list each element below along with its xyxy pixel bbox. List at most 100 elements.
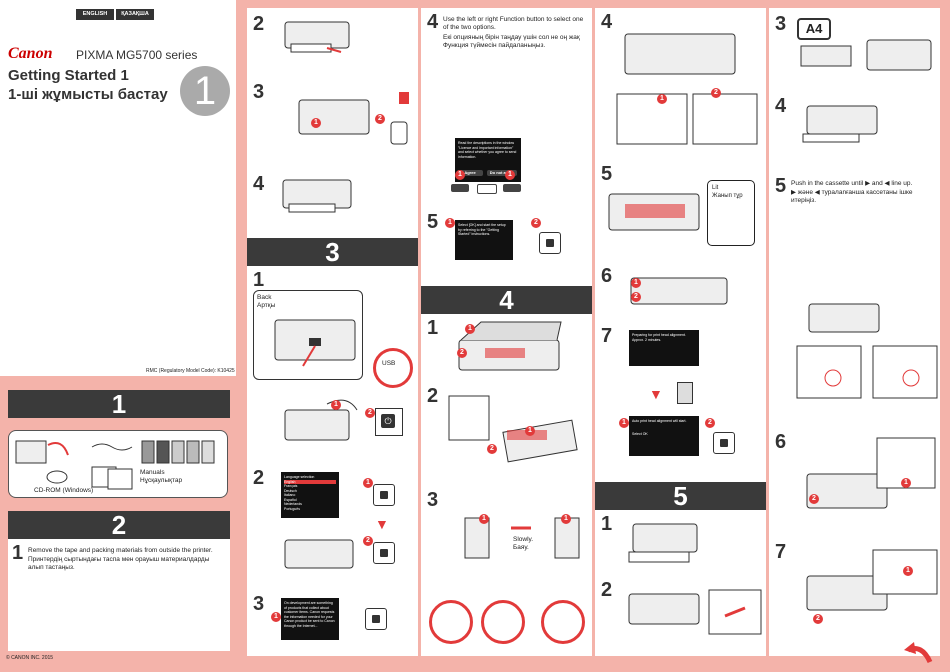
col4-step5: 5 [601,163,613,185]
col4-step7-badge-1: 1 [619,418,629,428]
lang-option-english[interactable]: English [284,479,336,484]
slowly-en: Slowly. [513,536,534,543]
power-button-callout [375,408,403,436]
col3-s4-step2-badge-2: 2 [487,444,497,454]
manuals-label-en: Manuals [140,469,165,476]
col5-step6: 6 [775,431,787,453]
function-button-middle[interactable] [477,184,497,194]
ok-pad-control[interactable] [373,542,395,564]
column-4: 4 1 2 5 Lit Жанып тұр 6 1 2 7 Preparing … [595,8,766,656]
scanner-open-illustration [458,321,562,371]
lang-option[interactable]: Italiano [284,493,296,497]
section-2-body [8,539,230,651]
column-3: 4 Use the left or right Function button … [421,8,592,656]
lang-option[interactable]: Français [284,484,298,488]
col5-step5-en: Push in the cassette until ▶ and ◀ line … [791,180,913,187]
cassette-pull-illustration [628,523,698,563]
col4-step4: 4 [601,11,613,33]
paper-a4-label: A4 [797,18,831,40]
col3-s4-step2: 2 [427,385,439,407]
col2-s3-step2-badge-2: 2 [363,536,373,546]
lang-screen-title: Language selection [284,475,315,479]
usb-no-symbol [373,348,413,388]
col3-section-4-bar: 4 [421,286,592,314]
title-kk: 1-ші жұмысты бастау [8,86,168,103]
alignment-ok-label[interactable]: Select OK [632,431,648,436]
col3-step5-badge-2: 2 [531,218,541,228]
back-label-en: Back [257,294,272,301]
big-number-circle: 1 [180,66,230,116]
ok-pad-control-2[interactable] [365,608,387,630]
col5-step6-badge-1: 1 [901,478,911,488]
lang-tab-kazakh[interactable]: ҚАЗАҚША [116,9,154,20]
column-5: 3 A4 4 5 Push in the cassette until ▶ an… [769,8,940,656]
function-button-right[interactable] [503,184,521,192]
rmc-label: RMC (Regulatory Model Code): K10425 [146,368,235,374]
consent-text: Read the descriptions in the window "Lic… [458,141,517,159]
section2-step1-en: Remove the tape and packing materials fr… [28,547,213,554]
col5-step4: 4 [775,95,787,117]
lang-option[interactable]: Português [284,506,300,511]
arrow-pad-control[interactable] [373,484,395,506]
lang-option[interactable]: Nederlands [284,502,302,506]
remove-cap-illustration [464,517,580,559]
box-contents-illustration [15,440,215,490]
cdrom-label: CD-ROM (Windows) [34,487,94,494]
section2-step1-kk: Принтердің сыртындағы таспа мен орауыш м… [28,556,210,571]
warning-no-symbol-2 [481,600,525,644]
col2-step4: 4 [253,173,265,195]
col4-step6: 6 [601,265,613,287]
col3-step4-en: Use the left or right Function button to… [443,16,584,31]
col2-s3-step1: 1 [253,269,265,291]
ok-pad-control-4[interactable] [713,432,735,454]
agree-button-label[interactable]: Agree [457,170,483,176]
col5-step3: 3 [775,13,787,35]
col5-step7-badge-2: 2 [813,614,823,624]
lit-callout: Lit Жанып тұр [707,180,755,246]
output-tray-illustration [806,437,936,509]
section-1-2-panel: 1 CD-ROM (Windows) Manuals Нұсқаулықтар … [0,385,236,655]
power-icon[interactable]: ⏻ [381,414,395,428]
col4-step4-badge-2: 2 [711,88,721,98]
section2-step1-number: 1 [12,542,24,564]
lang-option[interactable]: Deutsch [284,488,297,493]
warning-no-symbol-3 [541,600,585,644]
lang-tab-english[interactable]: ENGLISH [76,9,114,20]
col3-step5-badge-1: 1 [445,218,455,228]
col2-section-3-bar: 3 [247,238,418,266]
column-2: 2 3 1 2 4 3 1 Back Артқы USB 1 2 ⏻ 2 Lan… [247,8,418,656]
cover-panel: ENGLISH ҚАЗАҚША Canon PIXMA MG5700 serie… [0,0,236,376]
slowly-kk: Баяу. [513,544,529,551]
col5-step7: 7 [775,541,787,563]
col4-step6-badge-1: 1 [631,278,641,288]
canon-logo: Canon [8,45,53,62]
col2-step3-badge-2: 2 [375,114,385,124]
col4-step6-badge-2: 2 [631,292,641,302]
lang-option[interactable]: Español [284,497,297,502]
col2-step2: 2 [253,13,265,35]
step5-screen: Select [OK] and start the setup by refer… [455,220,513,260]
function-button-left[interactable] [451,184,469,192]
col4-s5-step2: 2 [601,579,613,601]
ink-install-illustration [616,33,758,145]
ok-pad-control-3[interactable] [539,232,561,254]
col3-step4-kk: Екі опцияның бірін таңдау үшін сол не оң… [443,34,580,49]
section-1-bar: 1 [8,390,230,418]
col2-s3-step3-badge: 1 [271,612,281,622]
section-2-bar: 2 [8,511,230,539]
page-turn-arrow-icon[interactable] [900,640,936,666]
col3-s4-step3-badge-1: 1 [479,514,489,524]
col3-step4: 4 [427,11,439,33]
usb-label: USB [382,360,396,367]
col2-step3-badge-1: 1 [311,118,321,128]
col4-step7: 7 [601,325,613,347]
back-callout [253,290,363,380]
col3-s4-step2-badge-1: 1 [525,426,535,436]
col5-step6-badge-2: 2 [809,494,819,504]
alignment-start-screen: Auto print head alignment will start. Se… [629,416,699,456]
col4-step7-badge-2: 2 [705,418,715,428]
col2-s3-step1-badge-1: 1 [331,400,341,410]
ink-tank-tape-illustration [448,395,578,463]
manuals-label-kk: Нұсқаулықтар [140,477,183,484]
disagree-button-label[interactable]: Do not agree [487,170,517,176]
